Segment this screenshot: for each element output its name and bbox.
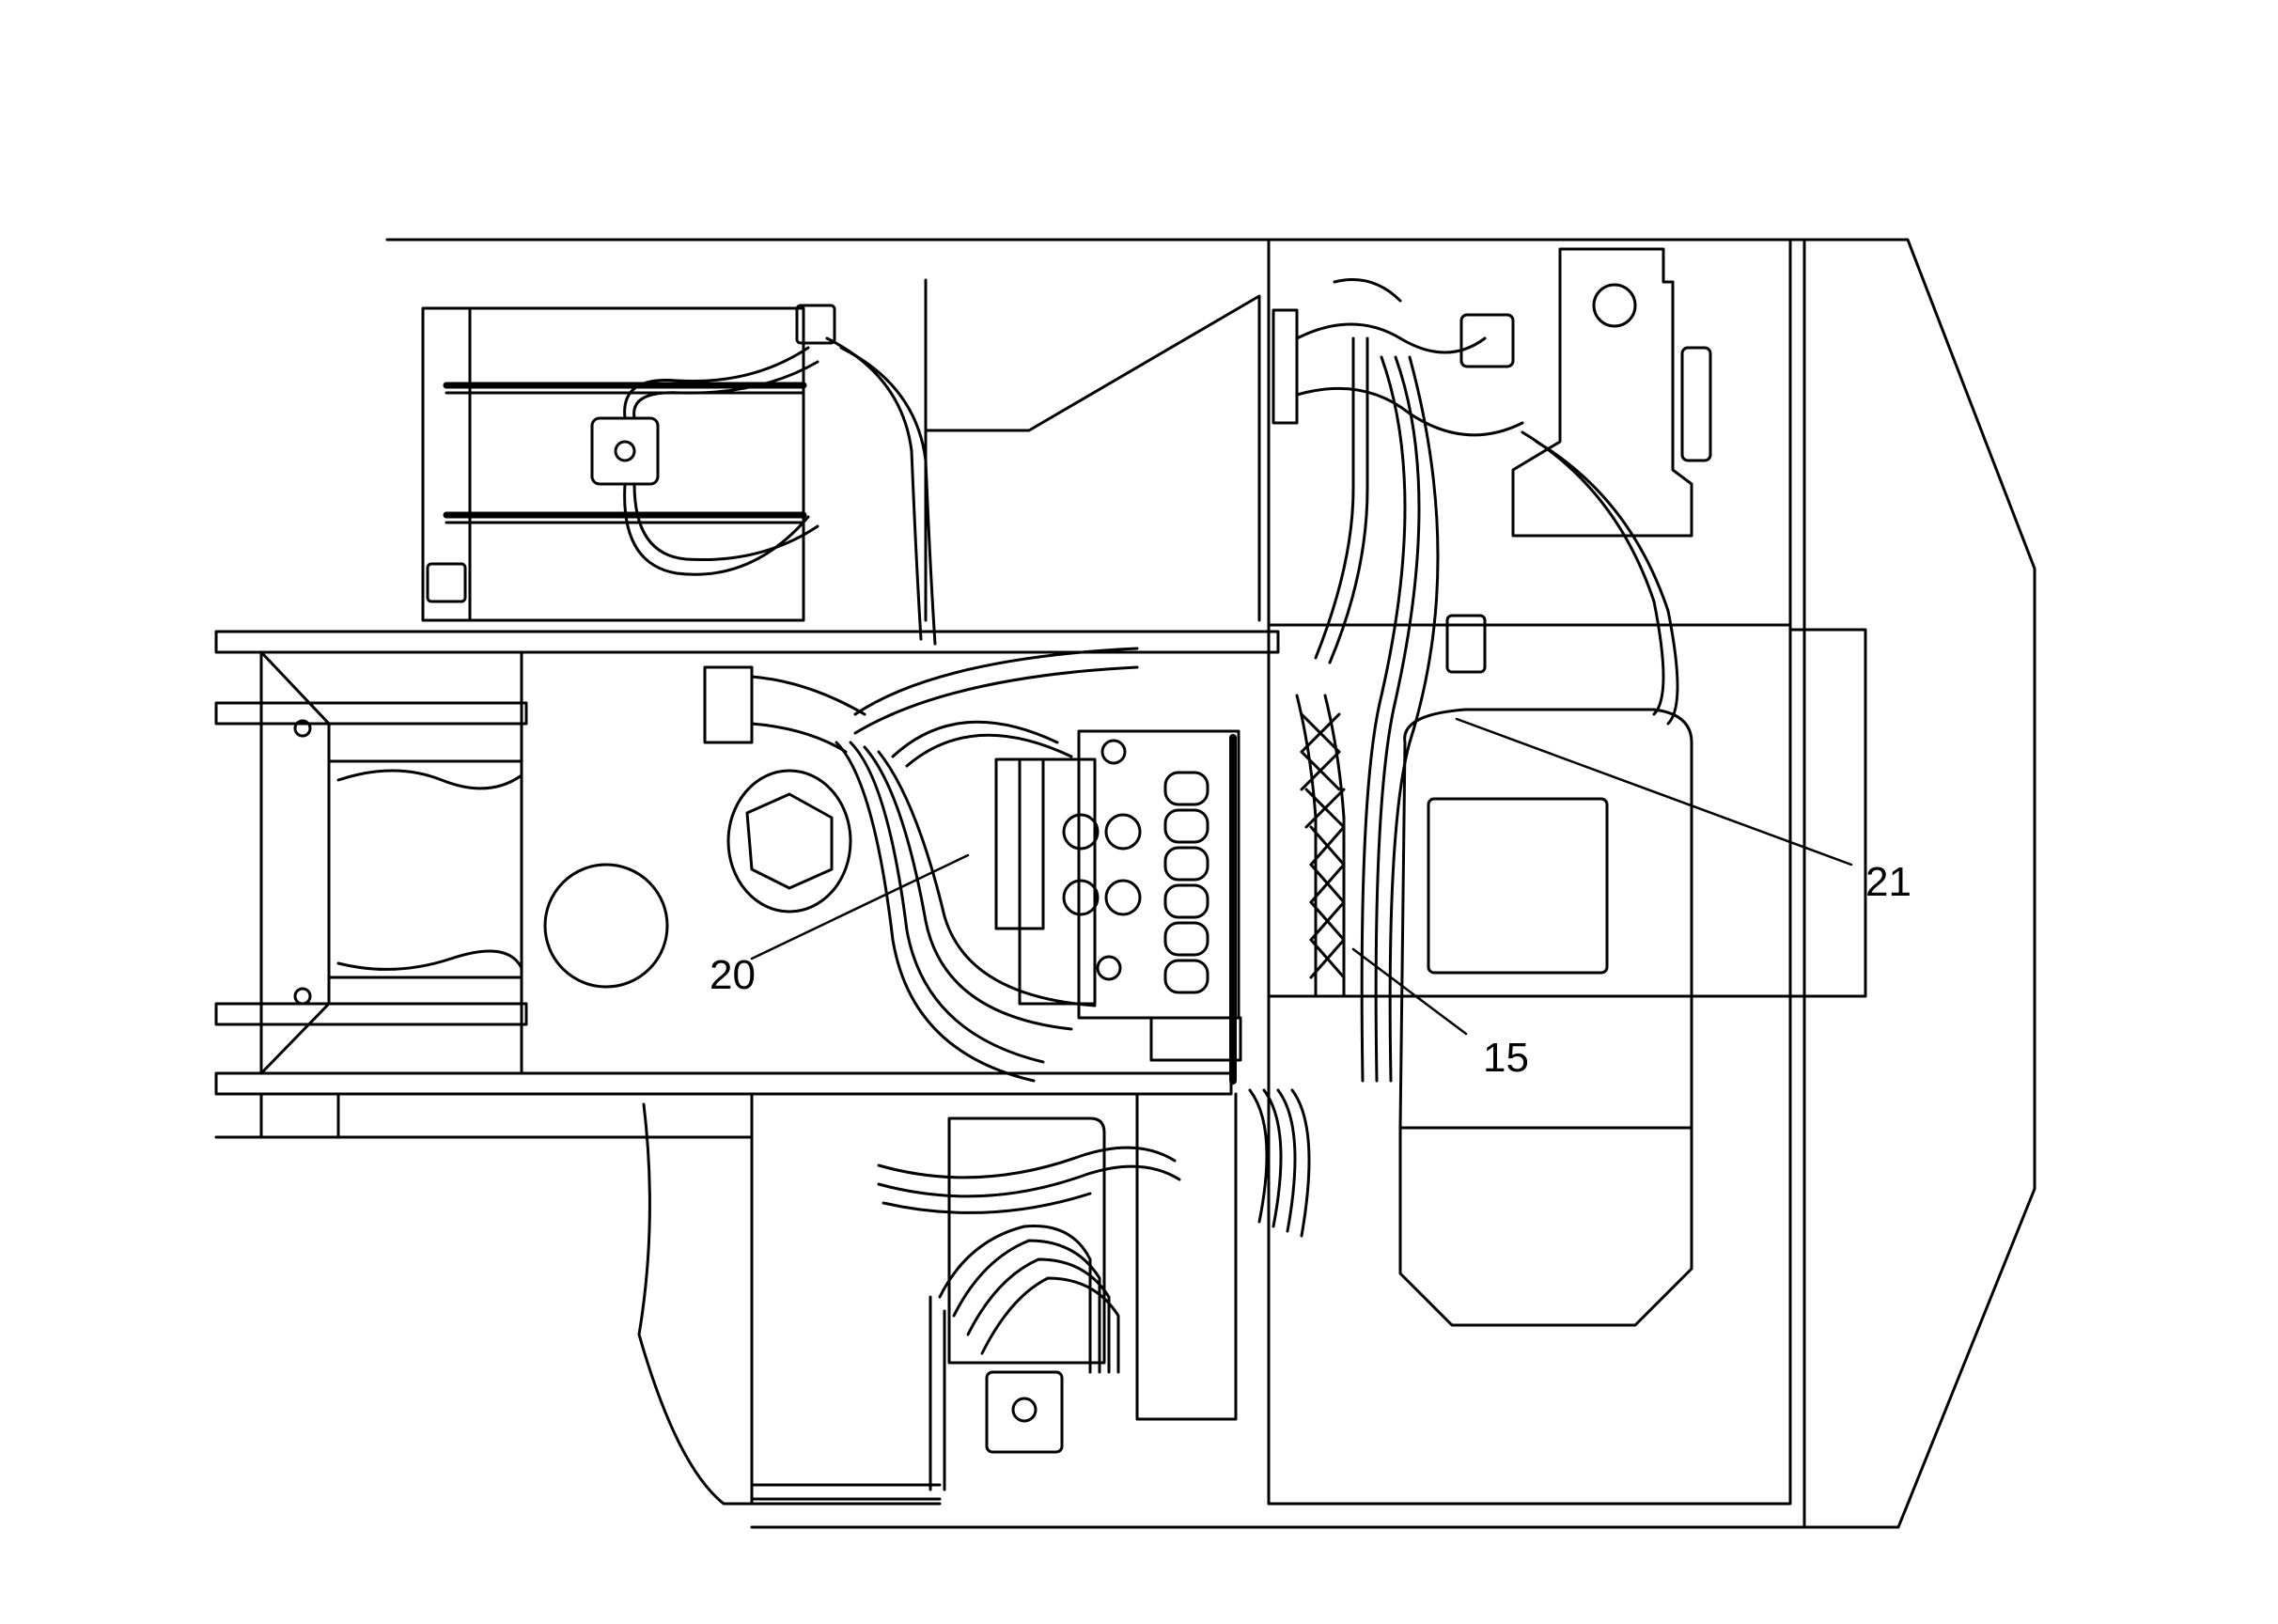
control-valve-bank: [994, 729, 1242, 1085]
leader-line-20: [750, 853, 970, 960]
valve-spools: [1163, 771, 1209, 994]
hose-bundle-left: [703, 647, 1139, 1083]
callout-15: 15: [1483, 1035, 1529, 1081]
leader-lines: [750, 717, 1853, 1036]
lower-wiring-harness: [877, 1088, 1311, 1491]
lower-section: [637, 1092, 1238, 1506]
upper-left-frame: [421, 278, 1261, 622]
motor-reservoir: [1398, 708, 1693, 1327]
central-block: [543, 769, 852, 989]
pump-assembly: [1272, 247, 1712, 1083]
leader-line-21: [1455, 717, 1853, 867]
leader-line-15: [1351, 947, 1468, 1036]
callout-21: 21: [1865, 859, 1911, 905]
filter-hoses: [590, 336, 937, 646]
callout-20: 20: [710, 952, 756, 998]
callout-labels: 20 21 15: [710, 859, 1911, 1081]
boom-rails: [214, 630, 1280, 1139]
braided-hose: [1295, 694, 1346, 998]
chassis-outline: [385, 238, 2036, 1529]
